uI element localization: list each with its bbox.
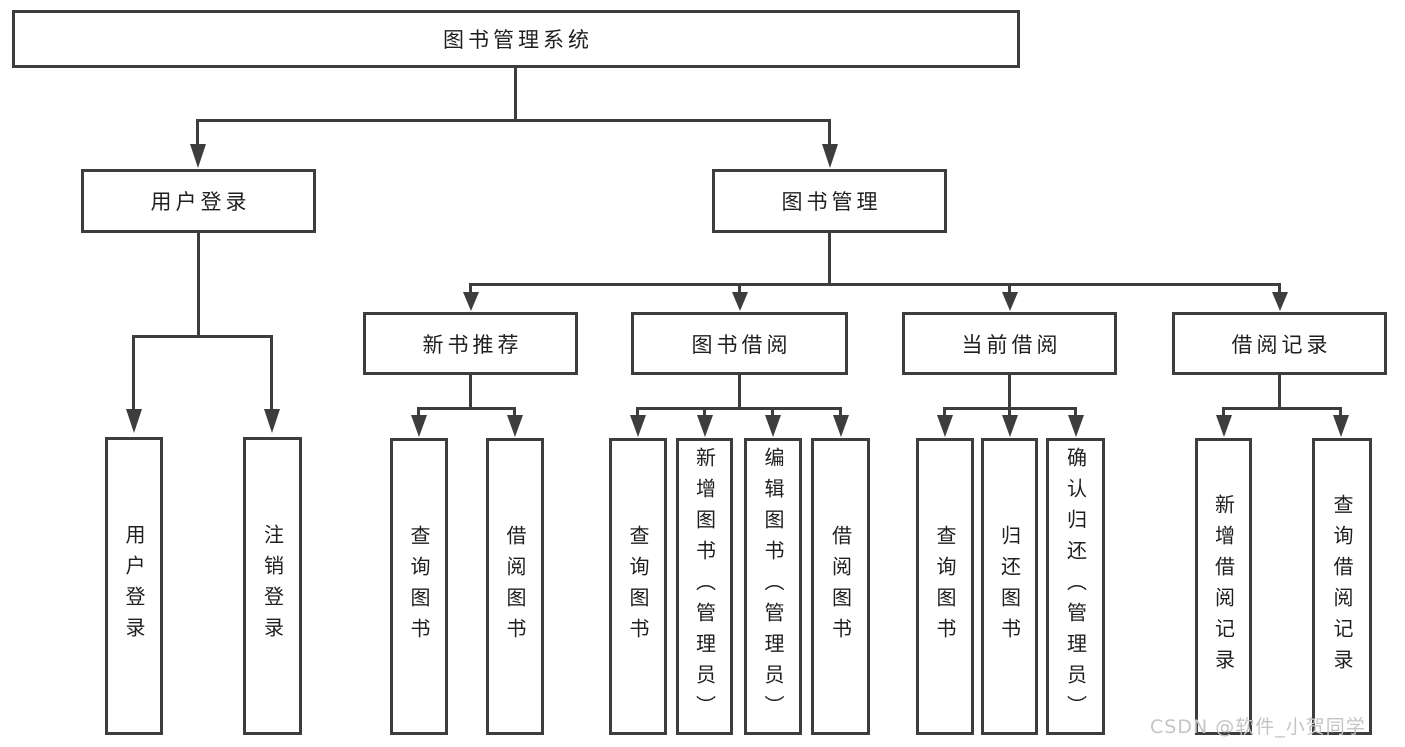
- connector-records-stem: [1339, 407, 1342, 417]
- node-book-management: 图书管理: [712, 169, 947, 233]
- leaf-return-books: 归还图书: [981, 438, 1038, 735]
- connector-borrowing-split: [636, 407, 842, 410]
- connector-userlogin-stem: [270, 335, 273, 411]
- leaf-query-books: 查询图书: [609, 438, 667, 735]
- connector-bookmgmt-stem: [1278, 283, 1281, 294]
- node-user-login: 用户登录: [81, 169, 316, 233]
- node-new-book-recommend: 新书推荐: [363, 312, 578, 375]
- connector-userlogin-stub: [197, 233, 200, 337]
- arrow-down-icon: [630, 415, 646, 437]
- leaf-borrow-books: 借阅图书: [811, 438, 870, 735]
- connector-bookmgmt-stub: [828, 233, 831, 285]
- connector-current-stub: [1008, 375, 1011, 409]
- connector-current-stem: [943, 407, 946, 417]
- csdn-watermark: CSDN @软件_小贺同学: [1150, 716, 1366, 738]
- leaf-borrow-books: 借阅图书: [486, 438, 544, 735]
- leaf-confirm-return-admin: 确认归还（管理员）: [1046, 438, 1105, 735]
- connector-borrowing-stub: [738, 375, 741, 409]
- connector-bookmgmt-stem: [469, 283, 472, 294]
- node-borrowing-records: 借阅记录: [1172, 312, 1387, 375]
- arrow-down-icon: [463, 292, 479, 311]
- node-current-borrowing: 当前借阅: [902, 312, 1117, 375]
- connector-borrowing-stem: [636, 407, 639, 417]
- connector-records-stub: [1278, 375, 1281, 409]
- arrow-down-icon: [937, 415, 953, 437]
- arrow-down-icon: [190, 144, 206, 168]
- arrow-down-icon: [264, 409, 280, 433]
- arrow-down-icon: [1333, 415, 1349, 437]
- connector-root-split: [196, 119, 831, 122]
- connector-bookmgmt-stem: [738, 283, 741, 294]
- connector-borrowing-stem: [771, 407, 774, 417]
- leaf-logout: 注销登录: [243, 437, 302, 735]
- node-book-borrowing: 图书借阅: [631, 312, 848, 375]
- connector-root-right-stem: [828, 119, 831, 146]
- leaf-add-books-admin: 新增图书（管理员）: [676, 438, 733, 735]
- connector-userlogin-split: [132, 335, 273, 338]
- arrow-down-icon: [1216, 415, 1232, 437]
- leaf-query-books: 查询图书: [916, 438, 974, 735]
- connector-records-stem: [1222, 407, 1225, 417]
- connector-newbooks-stem: [513, 407, 516, 417]
- connector-bookmgmt-stem: [1008, 283, 1011, 294]
- leaf-edit-books-admin: 编辑图书（管理员）: [744, 438, 802, 735]
- leaf-query-books: 查询图书: [390, 438, 448, 735]
- arrow-down-icon: [1002, 292, 1018, 311]
- connector-root-stub: [514, 68, 517, 121]
- arrow-down-icon: [732, 292, 748, 311]
- connector-borrowing-stem: [703, 407, 706, 417]
- arrow-down-icon: [1002, 415, 1018, 437]
- connector-borrowing-stem: [839, 407, 842, 417]
- arrow-down-icon: [1068, 415, 1084, 437]
- connector-records-split: [1222, 407, 1342, 410]
- connector-newbooks-split: [417, 407, 516, 410]
- arrow-down-icon: [411, 415, 427, 437]
- connector-newbooks-stub: [469, 375, 472, 409]
- arrow-down-icon: [822, 144, 838, 168]
- connector-root-left-stem: [196, 119, 199, 146]
- connector-current-stem: [1074, 407, 1077, 417]
- connector-newbooks-stem: [417, 407, 420, 417]
- node-library-system: 图书管理系统: [12, 10, 1020, 68]
- connector-bookmgmt-split: [469, 283, 1281, 286]
- connector-userlogin-stem: [132, 335, 135, 411]
- arrow-down-icon: [126, 409, 142, 433]
- leaf-query-borrow-record: 查询借阅记录: [1312, 438, 1372, 735]
- arrow-down-icon: [697, 415, 713, 437]
- leaf-add-borrow-record: 新增借阅记录: [1195, 438, 1252, 735]
- arrow-down-icon: [765, 415, 781, 437]
- leaf-user-login: 用户登录: [105, 437, 163, 735]
- arrow-down-icon: [833, 415, 849, 437]
- arrow-down-icon: [1272, 292, 1288, 311]
- connector-current-stem: [1008, 407, 1011, 417]
- arrow-down-icon: [507, 415, 523, 437]
